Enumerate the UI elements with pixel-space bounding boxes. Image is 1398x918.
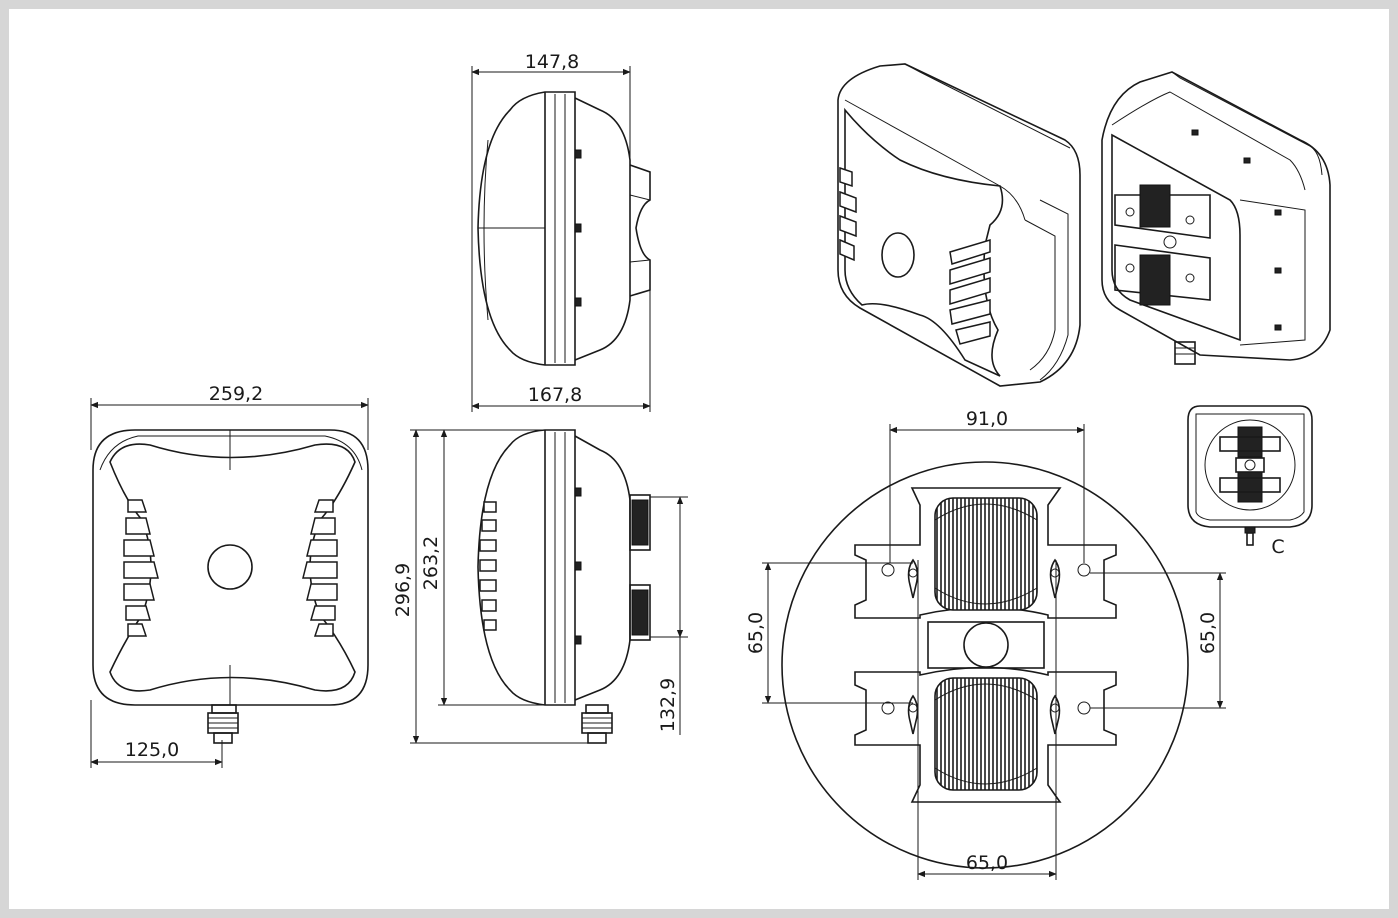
dim-side-bottom-depth: 167,8 <box>528 384 582 406</box>
bracket-detail: 91,0 65,0 65,0 65,0 <box>745 408 1226 880</box>
dim-bracket-bottom-width: 65,0 <box>966 852 1008 874</box>
side-connector <box>581 704 613 744</box>
lower-rib-pad <box>934 677 1038 791</box>
dim-side-top-depth: 147,8 <box>525 51 579 73</box>
side-vents <box>479 501 497 631</box>
upper-rib-pad <box>934 497 1038 611</box>
dim-front-width: 259,2 <box>209 383 263 405</box>
iso-back-brackets <box>1114 184 1211 306</box>
iso-front-right-vents <box>949 238 991 345</box>
iso-front-left-vents <box>839 166 857 262</box>
side-brackets <box>629 494 651 641</box>
iso-back-view <box>1101 71 1331 365</box>
dim-body-height: 263,2 <box>420 536 442 590</box>
iso-front-view <box>837 63 1081 387</box>
front-left-vents <box>123 499 159 637</box>
front-right-vents <box>302 499 338 637</box>
detail-c-view: C <box>1187 405 1313 558</box>
dim-overall-height: 296,9 <box>392 563 414 617</box>
front-connector <box>207 704 239 744</box>
side-view-bottom: 296,9 263,2 132,9 <box>392 429 688 744</box>
front-view: 259,2 125,0 <box>90 383 369 768</box>
dim-hole-spacing-v-right: 65,0 <box>1197 612 1219 654</box>
side-view-top: 147,8 167,8 <box>471 51 651 412</box>
dim-bracket-height: 132,9 <box>657 678 679 732</box>
iso-back-connector <box>1174 341 1196 365</box>
dim-connector-offset: 125,0 <box>125 739 179 761</box>
detail-c-label: C <box>1271 536 1284 558</box>
dim-hole-spacing-h: 91,0 <box>966 408 1008 430</box>
dim-hole-spacing-v-left: 65,0 <box>745 612 767 654</box>
